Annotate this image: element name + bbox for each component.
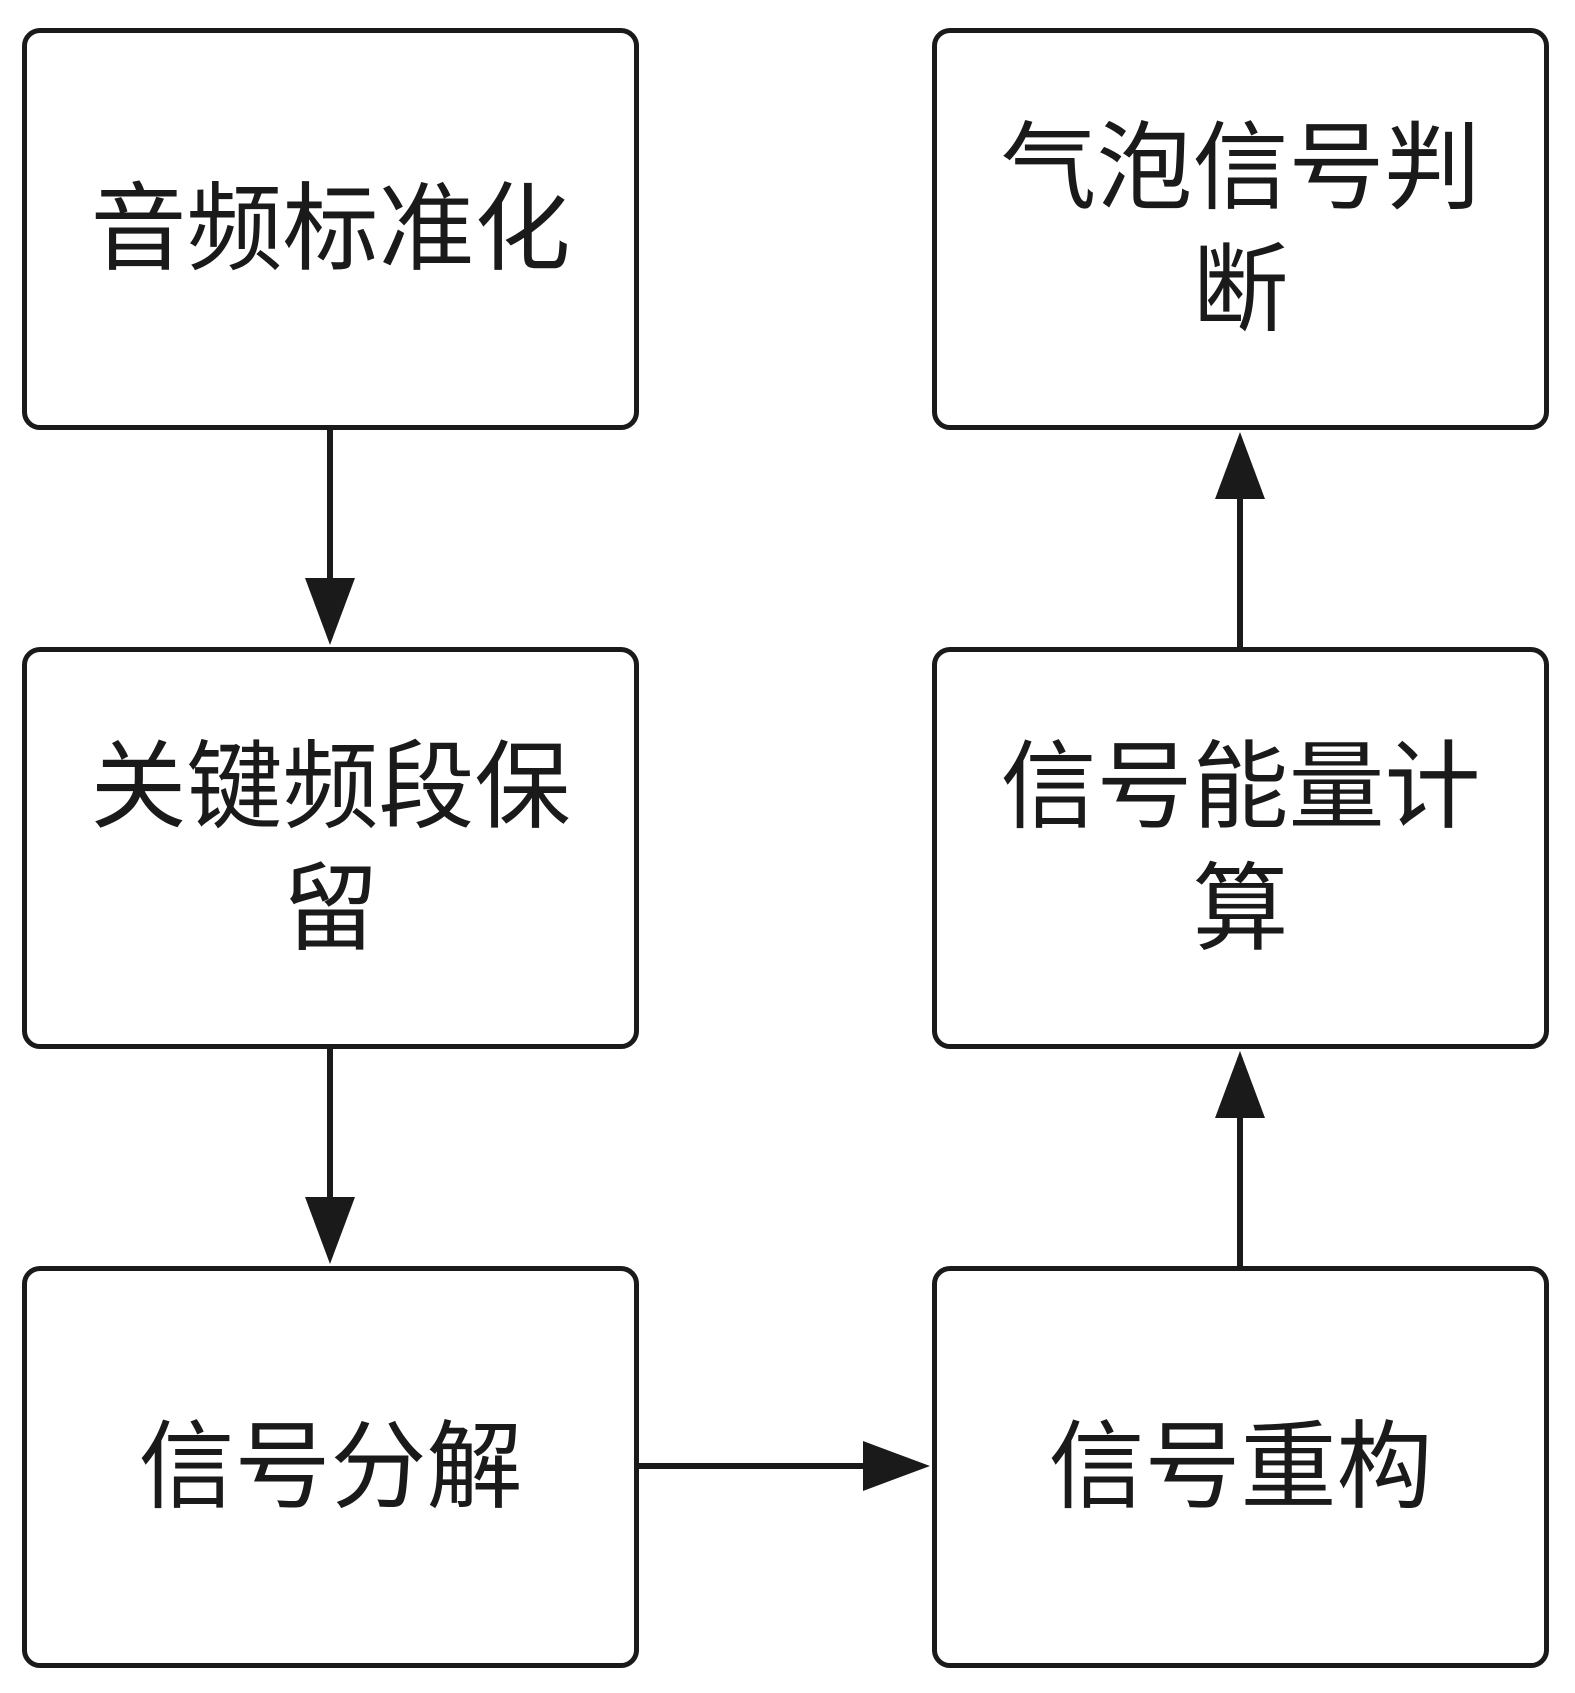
node-audio-normalization: 音频标准化 [22, 28, 639, 430]
arrow-b2-to-b3 [305, 1049, 355, 1264]
node-label: 音频标准化 [90, 173, 571, 285]
node-signal-reconstruction: 信号重构 [932, 1266, 1549, 1668]
node-label: 关键频段保留 [90, 731, 571, 965]
arrow-b3-to-b4 [639, 1441, 930, 1491]
node-label: 气泡信号判断 [1000, 112, 1481, 346]
node-key-band-retention: 关键频段保留 [22, 647, 639, 1049]
node-label: 信号分解 [138, 1411, 523, 1523]
node-bubble-signal-judgment: 气泡信号判断 [932, 28, 1549, 430]
node-label: 信号能量计算 [1000, 731, 1481, 965]
arrow-b4-to-b5 [1215, 1051, 1265, 1266]
arrow-b5-to-b6 [1215, 432, 1265, 647]
node-signal-energy-calculation: 信号能量计算 [932, 647, 1549, 1049]
arrow-b1-to-b2 [305, 430, 355, 645]
node-label: 信号重构 [1048, 1411, 1433, 1523]
node-signal-decomposition: 信号分解 [22, 1266, 639, 1668]
